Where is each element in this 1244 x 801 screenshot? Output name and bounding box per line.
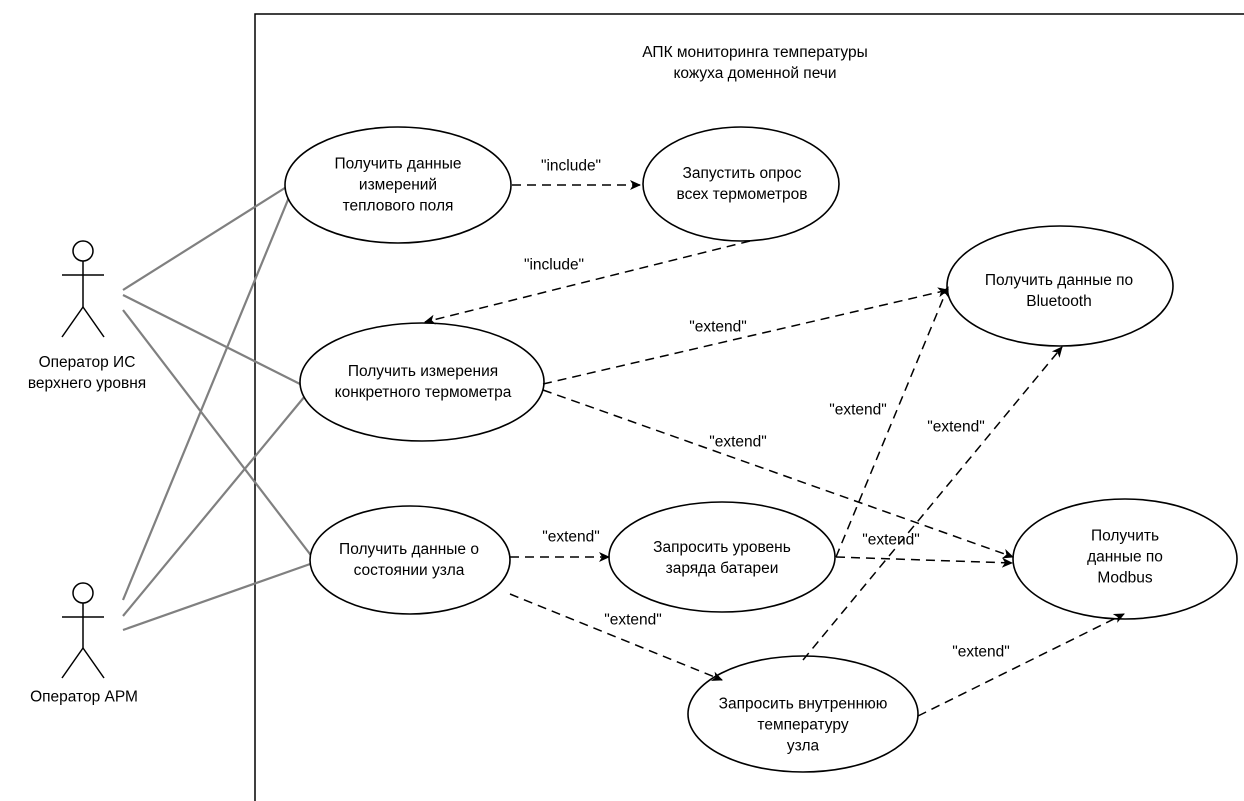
usecase-poll-all[interactable] [642, 126, 840, 242]
usecase-bluetooth[interactable] [946, 225, 1174, 347]
extend-label-5: "extend" [542, 528, 600, 546]
include-label-1: "include" [540, 157, 602, 175]
usecase-inner-temp[interactable] [687, 655, 919, 773]
assoc-is-single-thermo [122, 294, 301, 385]
extend-single-to-modbus [542, 389, 1014, 559]
extend-single-to-bluetooth [542, 287, 949, 385]
assoc-arm-heat-field [121, 189, 294, 601]
assoc-is-node-state [122, 309, 314, 559]
extend-inner-to-bluetooth [802, 346, 1063, 661]
usecase-bluetooth-label: Получить данные по Bluetooth [984, 272, 1134, 310]
usecase-heat-field-label: Получить данные измерений теплового поля [334, 155, 462, 215]
actor-is-figure[interactable] [61, 240, 105, 338]
extend-label-3: "extend" [829, 401, 887, 419]
assoc-arm-node-state [122, 561, 314, 632]
extend-label-6: "extend" [862, 531, 920, 549]
usecase-battery-label: Запросить уровень заряда батареи [653, 539, 791, 577]
usecase-modbus[interactable] [1012, 498, 1238, 620]
usecase-modbus-label: Получить данные по Modbus [1087, 527, 1163, 587]
extend-inner-to-modbus [917, 613, 1125, 717]
system-boundary [254, 13, 1244, 801]
usecase-single-thermo-label: Получить измерения конкретного термометр… [334, 363, 512, 401]
usecase-node-state-label: Получить данные о состоянии узла [339, 541, 479, 579]
extend-label-4: "extend" [927, 418, 985, 436]
extend-label-2: "extend" [709, 433, 767, 451]
actor-arm-figure[interactable] [61, 582, 105, 679]
usecase-poll-all-label: Запустить опрос всех термометров [676, 165, 808, 203]
system-title: АПК мониторинга температуры кожуха домен… [642, 44, 868, 82]
extend-battery-to-modbus [835, 556, 1013, 568]
actor-arm-label: Оператор АРМ [30, 688, 138, 706]
extend-label-8: "extend" [952, 643, 1010, 661]
usecase-heat-field[interactable] [284, 126, 512, 244]
usecase-single-thermo[interactable] [299, 322, 545, 442]
assoc-is-heat-field [122, 185, 289, 291]
usecase-inner-temp-label: Запросить внутреннюю температуру узла [718, 695, 888, 755]
include-label-2: "include" [523, 256, 585, 274]
include-poll-to-single [424, 240, 751, 325]
extend-node-to-inner [509, 593, 723, 681]
extend-battery-to-bluetooth [835, 286, 949, 558]
extend-label-7: "extend" [604, 611, 662, 629]
assoc-arm-single-thermo [122, 389, 311, 617]
actor-is-label: Оператор ИС верхнего уровня [27, 354, 147, 392]
usecase-node-state[interactable] [309, 505, 511, 615]
extend-label-1: "extend" [689, 318, 747, 336]
